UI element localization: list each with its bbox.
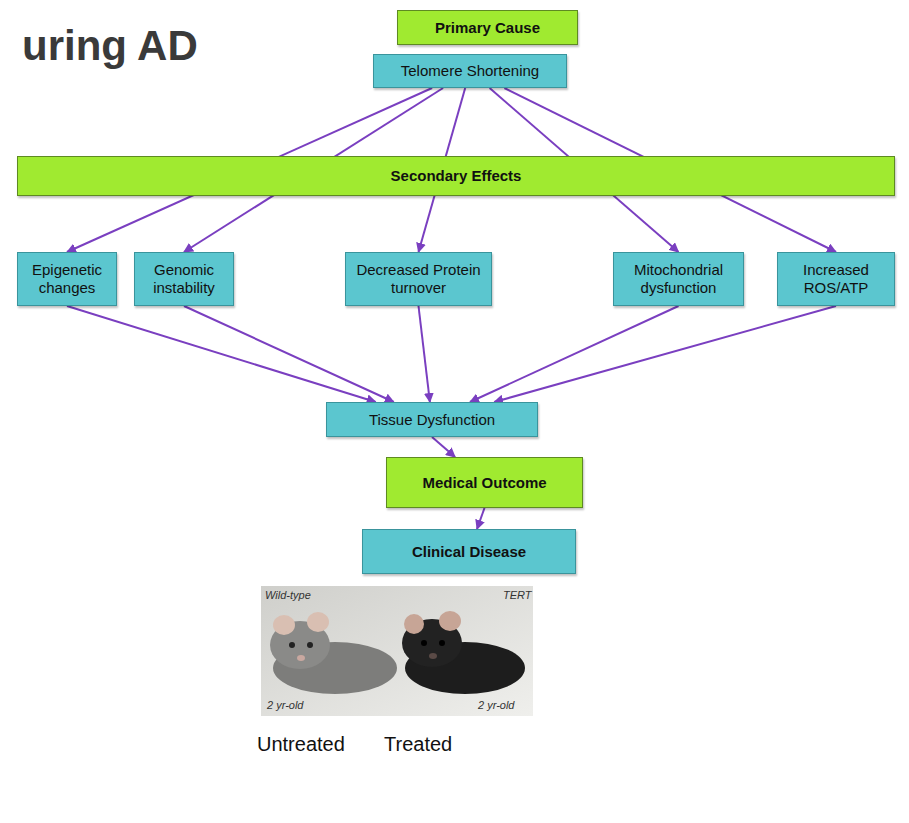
box-text-group: Mitochondrial dysfunction xyxy=(620,261,737,297)
arrow-connector xyxy=(419,306,430,402)
effect-box: Mitochondrial dysfunction xyxy=(613,252,744,306)
box-label: Genomic instability xyxy=(141,261,227,297)
effect-box: Epigenetic changes xyxy=(17,252,117,306)
arrow-connector xyxy=(494,306,836,402)
photo-label: TERT xyxy=(503,589,532,601)
caption-label: Untreated xyxy=(257,733,345,756)
box-text-group: Telomere Shortening xyxy=(401,62,539,80)
box-label: Telomere Shortening xyxy=(401,62,539,80)
cause-box: Telomere Shortening xyxy=(373,54,567,88)
arrow-connector xyxy=(470,306,679,402)
disease-box: Clinical Disease xyxy=(362,529,576,574)
box-label: Increased ROS/ATP xyxy=(784,261,888,297)
box-text-group: Genomic instability xyxy=(141,261,227,297)
box-label: Clinical Disease xyxy=(412,543,526,561)
effect-box: Increased ROS/ATP xyxy=(777,252,895,306)
arrow-connector xyxy=(67,306,376,402)
box-text-group: Clinical Disease xyxy=(412,543,526,561)
box-label: Tissue Dysfunction xyxy=(369,411,495,429)
arrow-connector xyxy=(432,437,455,457)
box-text-group: Secondary Effects xyxy=(391,167,522,185)
box-label: Mitochondrial dysfunction xyxy=(620,261,737,297)
box-text-group: Decreased Protein turnover xyxy=(352,261,485,297)
arrow-connector xyxy=(184,306,394,402)
cause-header: Primary Cause xyxy=(397,10,578,45)
slide-title: uring AD xyxy=(22,22,198,70)
box-label: Primary Cause xyxy=(435,19,540,37)
box-label: Secondary Effects xyxy=(391,167,522,185)
box-label: Decreased Protein turnover xyxy=(352,261,485,297)
tissue-box: Tissue Dysfunction xyxy=(326,402,538,437)
photo-label: Wild-type xyxy=(265,589,311,601)
box-text-group: Epigenetic changes xyxy=(24,261,110,297)
effect-box: Decreased Protein turnover xyxy=(345,252,492,306)
box-label: Medical Outcome xyxy=(422,474,546,492)
effect-box: Genomic instability xyxy=(134,252,234,306)
box-text-group: Medical Outcome xyxy=(422,474,546,492)
photo-label: 2 yr-old xyxy=(267,699,303,711)
box-label: Epigenetic changes xyxy=(24,261,110,297)
photo-label: 2 yr-old xyxy=(478,699,514,711)
box-text-group: Primary Cause xyxy=(435,19,540,37)
effects-band: Secondary Effects xyxy=(17,156,895,196)
box-text-group: Tissue Dysfunction xyxy=(369,411,495,429)
box-text-group: Increased ROS/ATP xyxy=(784,261,888,297)
outcome-header: Medical Outcome xyxy=(386,457,583,508)
caption-label: Treated xyxy=(384,733,452,756)
arrow-connector xyxy=(477,508,485,529)
